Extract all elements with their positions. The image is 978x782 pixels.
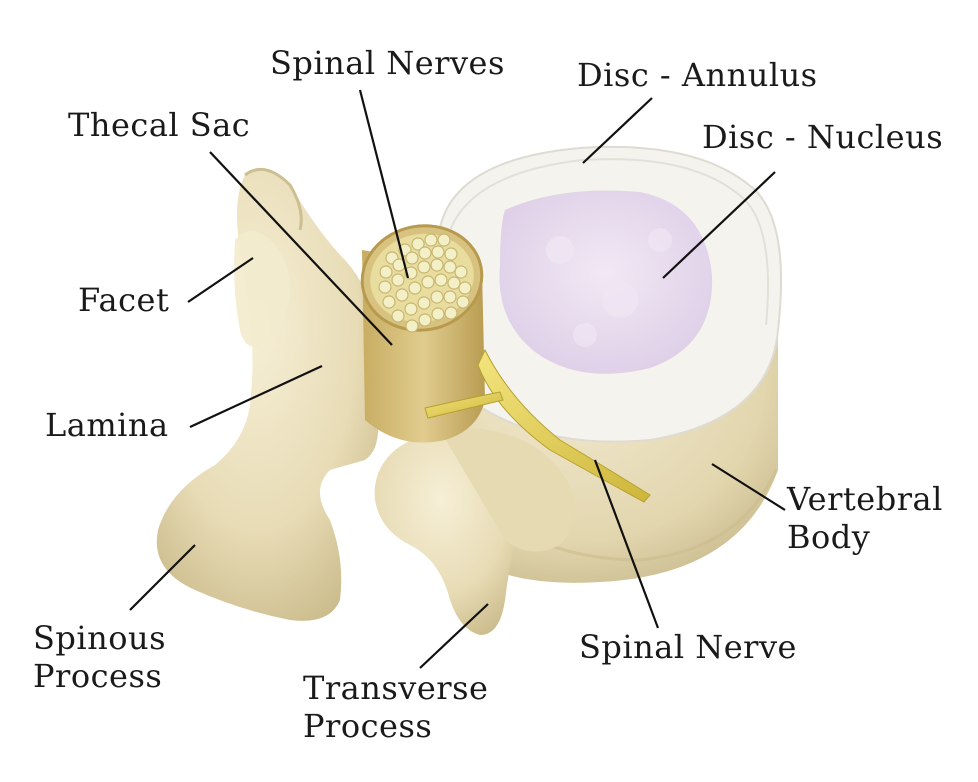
nerve-fibers-shape [378, 233, 472, 333]
label-transverse-process-line2: Process [303, 707, 433, 745]
label-vertebral-body-line1: Vertebral [787, 480, 943, 518]
label-spinous-process: Spinous Process [33, 619, 166, 695]
label-lamina: Lamina [45, 406, 169, 444]
label-spinal-nerves: Spinal Nerves [270, 44, 505, 82]
label-disc-nucleus: Disc - Nucleus [702, 118, 944, 156]
label-spinous-process-line1: Spinous [33, 619, 167, 657]
label-spinous-process-line2: Process [33, 657, 163, 695]
label-facet: Facet [78, 281, 170, 319]
label-spinal-nerve: Spinal Nerve [579, 628, 797, 666]
leader-disc-annulus [582, 97, 653, 164]
leader-disc-nucleus [662, 171, 776, 279]
leader-vertebral-body [711, 463, 786, 511]
leader-thecal-sac [209, 151, 393, 346]
label-disc-annulus: Disc - Annulus [577, 56, 818, 94]
leader-spinal-nerve [593, 459, 660, 629]
leader-spinous-process [129, 544, 196, 611]
transverse-process-shape [374, 426, 575, 635]
label-vertebral-body: Vertebral Body [787, 480, 943, 556]
leader-lamina [189, 365, 323, 428]
disc-nucleus-shape [499, 190, 713, 374]
label-vertebral-body-line2: Body [787, 518, 871, 556]
leader-facet [187, 257, 254, 303]
label-transverse-process-line1: Transverse [303, 669, 489, 707]
label-thecal-sac: Thecal Sac [68, 106, 251, 144]
label-transverse-process: Transverse Process [303, 669, 488, 745]
leader-spinal-nerves [358, 89, 410, 279]
leader-lines [129, 89, 786, 669]
leader-transverse-process [419, 603, 489, 669]
posterior-arch-shape [156, 167, 379, 621]
spinal-nerve-shape [424, 348, 651, 503]
